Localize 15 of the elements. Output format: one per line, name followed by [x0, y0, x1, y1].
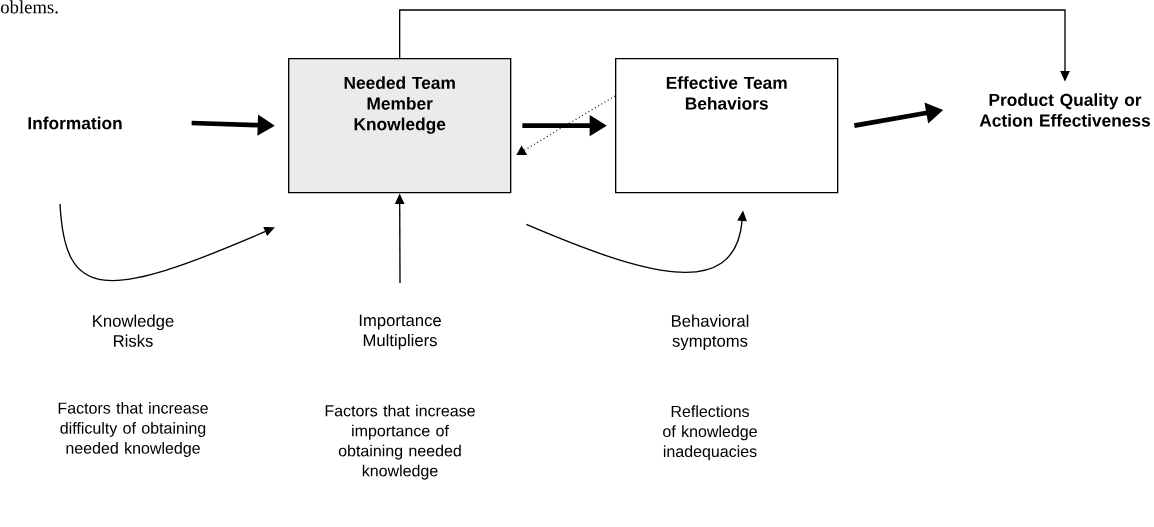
factor-label: Knowledge Risks: [93, 314, 174, 347]
box-title: Effective Team Behaviors: [666, 76, 787, 110]
arrow: [59, 203, 275, 281]
description-text: Reflections of knowledge inadequacies: [663, 405, 757, 461]
process-box: [288, 58, 512, 194]
description-text: Factors that increase difficulty of obtaining needed knowledge: [58, 402, 208, 457]
node-label: Product Quality or Action Effectiveness: [979, 93, 1150, 127]
box-title: Needed Team Member Knowledge: [344, 76, 455, 134]
process-box: [615, 58, 839, 194]
node-label: Information: [28, 116, 122, 130]
text-fragment: oblems.: [1, 0, 58, 14]
factor-label: Behavioral symptoms: [672, 314, 749, 351]
factor-label: Importance Multipliers: [359, 314, 441, 350]
description-text: Factors that increase importance of obtaining needed knowledge: [325, 404, 475, 480]
arrow: [516, 95, 616, 155]
